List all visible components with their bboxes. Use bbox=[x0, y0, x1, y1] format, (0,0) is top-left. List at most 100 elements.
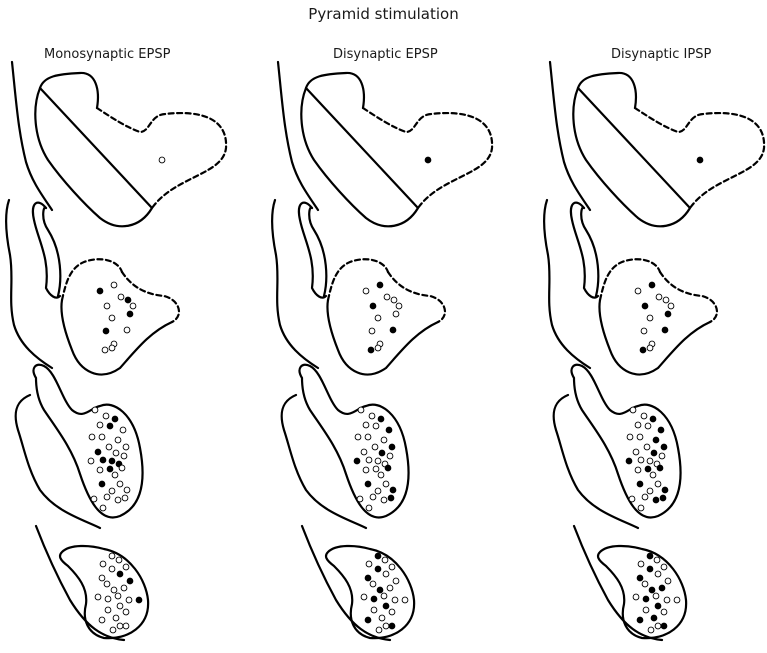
section-1 bbox=[548, 60, 766, 228]
open-cell-marker bbox=[374, 344, 382, 352]
filled-cell-marker bbox=[385, 426, 393, 434]
section-1-outline-dashed bbox=[633, 106, 766, 210]
section-2-edge bbox=[4, 198, 54, 370]
open-cell-marker bbox=[647, 626, 655, 634]
open-cell-marker bbox=[374, 314, 382, 322]
open-cell-marker bbox=[114, 592, 122, 600]
open-cell-marker bbox=[632, 593, 640, 601]
filled-cell-marker bbox=[639, 346, 647, 354]
open-cell-marker bbox=[112, 449, 120, 457]
column-disynaptic-ipsp bbox=[542, 60, 766, 642]
open-cell-marker bbox=[114, 496, 122, 504]
open-cell-marker bbox=[360, 593, 368, 601]
open-cell-marker bbox=[360, 448, 368, 456]
open-cell-marker bbox=[372, 422, 380, 430]
open-cell-marker bbox=[357, 406, 365, 414]
open-cell-marker bbox=[664, 577, 672, 585]
section-2-inner-fold-a bbox=[297, 201, 328, 299]
section-2-dashed-right bbox=[658, 270, 719, 324]
filled-cell-marker bbox=[388, 443, 396, 451]
open-cell-marker bbox=[108, 565, 116, 573]
section-4-edge bbox=[300, 524, 392, 642]
open-cell-marker bbox=[370, 606, 378, 614]
open-cell-marker bbox=[88, 433, 96, 441]
open-cell-marker bbox=[98, 433, 106, 441]
open-cell-marker bbox=[658, 452, 666, 460]
open-cell-marker bbox=[646, 487, 654, 495]
open-cell-marker bbox=[653, 556, 661, 564]
section-2 bbox=[542, 198, 719, 376]
section-3 bbox=[552, 363, 682, 530]
filled-cell-marker bbox=[661, 486, 669, 494]
open-cell-marker bbox=[158, 156, 166, 164]
filled-cell-marker bbox=[370, 595, 378, 603]
section-3-outline bbox=[298, 363, 410, 519]
open-cell-marker bbox=[646, 457, 654, 465]
open-cell-marker bbox=[640, 412, 648, 420]
filled-cell-marker bbox=[660, 622, 668, 630]
section-2 bbox=[4, 198, 181, 376]
open-cell-marker bbox=[395, 302, 403, 310]
open-cell-marker bbox=[109, 626, 117, 634]
filled-cell-marker bbox=[660, 443, 668, 451]
open-cell-marker bbox=[118, 464, 126, 472]
open-cell-marker bbox=[119, 426, 127, 434]
section-4-outline bbox=[596, 544, 688, 640]
section-2-outline-lower bbox=[598, 298, 712, 376]
section-1-outline-upper bbox=[576, 71, 637, 110]
filled-cell-marker bbox=[353, 457, 361, 465]
open-cell-marker bbox=[110, 586, 118, 594]
open-cell-marker bbox=[108, 487, 116, 495]
open-cell-marker bbox=[99, 504, 107, 512]
filled-cell-marker bbox=[696, 156, 704, 164]
filled-cell-marker bbox=[387, 494, 395, 502]
open-cell-marker bbox=[654, 570, 662, 578]
filled-cell-marker bbox=[364, 574, 372, 582]
open-cell-marker bbox=[91, 406, 99, 414]
open-cell-marker bbox=[634, 287, 642, 295]
open-cell-marker bbox=[122, 622, 130, 630]
open-cell-marker bbox=[388, 563, 396, 571]
open-cell-marker bbox=[654, 480, 662, 488]
open-cell-marker bbox=[96, 466, 104, 474]
open-cell-marker bbox=[636, 433, 644, 441]
filled-cell-marker bbox=[102, 327, 110, 335]
section-1-edge bbox=[548, 60, 592, 212]
filled-cell-marker bbox=[111, 415, 119, 423]
open-cell-marker bbox=[655, 293, 663, 301]
filled-cell-marker bbox=[641, 302, 649, 310]
section-2-inner-fold-a bbox=[31, 201, 62, 299]
open-cell-marker bbox=[94, 593, 102, 601]
filled-cell-marker bbox=[636, 574, 644, 582]
open-cell-marker bbox=[380, 496, 388, 504]
section-3-edge bbox=[552, 393, 640, 530]
open-cell-marker bbox=[123, 326, 131, 334]
open-cell-marker bbox=[401, 596, 409, 604]
open-cell-marker bbox=[649, 471, 657, 479]
open-cell-marker bbox=[117, 293, 125, 301]
section-4-outline bbox=[58, 544, 150, 640]
open-cell-marker bbox=[646, 344, 654, 352]
section-4-edge bbox=[34, 524, 126, 642]
open-cell-marker bbox=[628, 495, 636, 503]
filled-cell-marker bbox=[374, 565, 382, 573]
open-cell-marker bbox=[667, 302, 675, 310]
section-1-outline-lower bbox=[300, 86, 420, 228]
filled-cell-marker bbox=[389, 486, 397, 494]
open-cell-marker bbox=[122, 443, 130, 451]
open-cell-marker bbox=[120, 584, 128, 592]
open-cell-marker bbox=[640, 327, 648, 335]
filled-cell-marker bbox=[636, 616, 644, 624]
open-cell-marker bbox=[381, 556, 389, 564]
filled-cell-marker bbox=[108, 457, 116, 465]
column-disynaptic-epsp bbox=[270, 60, 494, 642]
open-cell-marker bbox=[104, 595, 112, 603]
open-cell-marker bbox=[368, 412, 376, 420]
open-cell-marker bbox=[87, 457, 95, 465]
filled-cell-marker bbox=[376, 281, 384, 289]
open-cell-marker bbox=[96, 421, 104, 429]
filled-cell-marker bbox=[389, 326, 397, 334]
filled-cell-marker bbox=[658, 584, 666, 592]
open-cell-marker bbox=[121, 494, 129, 502]
open-cell-marker bbox=[362, 466, 370, 474]
